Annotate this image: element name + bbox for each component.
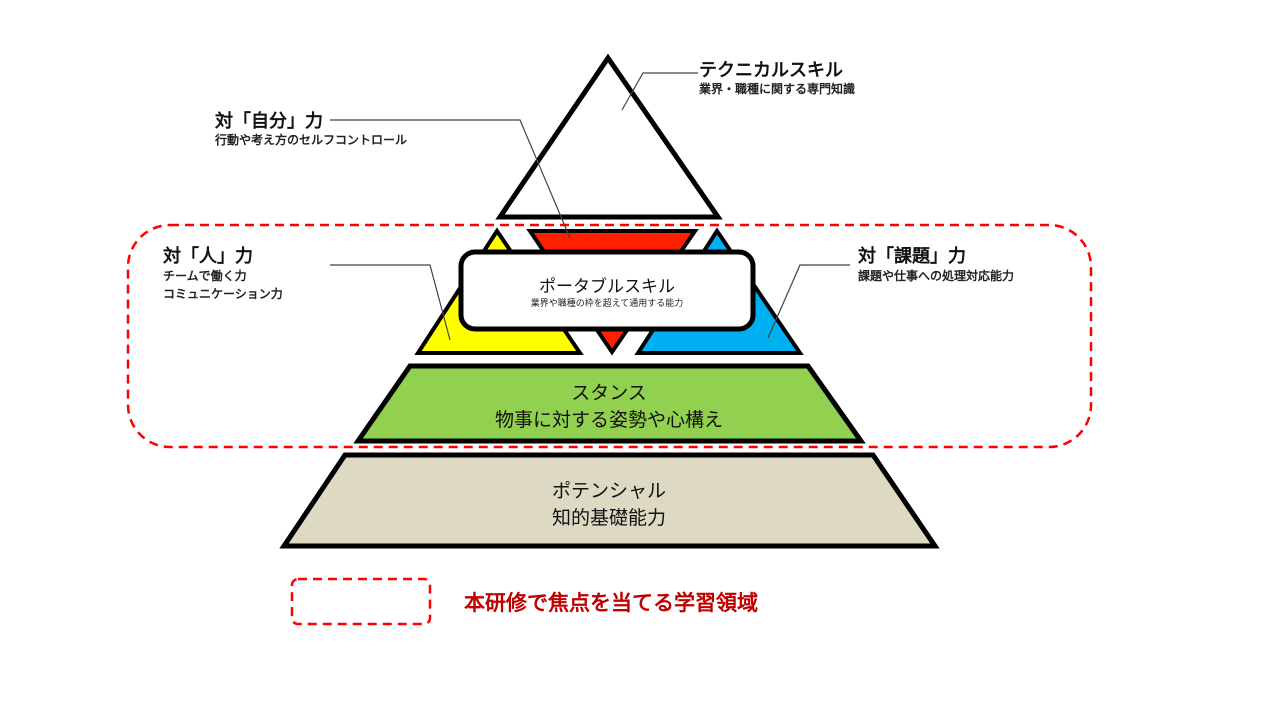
people-leader-line bbox=[330, 264, 451, 341]
task-desc: 課題や仕事への処理対応能力 bbox=[858, 268, 1014, 283]
technical-title: テクニカルスキル bbox=[699, 60, 843, 81]
task-title: 対「課題」力 bbox=[857, 245, 966, 267]
stance-desc: 物事に対する姿勢や心構え bbox=[495, 409, 723, 431]
people-desc-1: チームで働く力 bbox=[163, 268, 247, 283]
legend-swatch bbox=[290, 577, 432, 626]
potential-title: ポテンシャル bbox=[552, 480, 666, 502]
stance-title: スタンス bbox=[571, 382, 647, 404]
self-leader-line bbox=[330, 119, 571, 239]
portable-skill-box bbox=[458, 249, 756, 332]
technical-leader-line bbox=[621, 72, 698, 111]
focus-area-outline bbox=[126, 223, 1093, 449]
people-title: 対「人」力 bbox=[162, 245, 253, 267]
self-title: 対「自分」力 bbox=[214, 110, 323, 132]
technical-desc: 業界・職種に関する専門知識 bbox=[698, 81, 855, 96]
people-desc-2: コミュニケーション力 bbox=[163, 286, 283, 301]
potential-desc: 知的基礎能力 bbox=[552, 507, 666, 529]
technical-skill-triangle bbox=[495, 53, 723, 220]
portable-desc: 業界や職種の枠を超えて通用する能力 bbox=[531, 297, 684, 309]
legend-label: 本研修で焦点を当てる学習領域 bbox=[464, 591, 758, 615]
portable-title: ポータブルスキル bbox=[539, 276, 675, 297]
potential-layer bbox=[279, 452, 940, 549]
stance-layer bbox=[353, 363, 866, 444]
self-desc: 行動や考え方のセルフコントロール bbox=[214, 132, 407, 147]
task-leader-line bbox=[767, 264, 850, 339]
